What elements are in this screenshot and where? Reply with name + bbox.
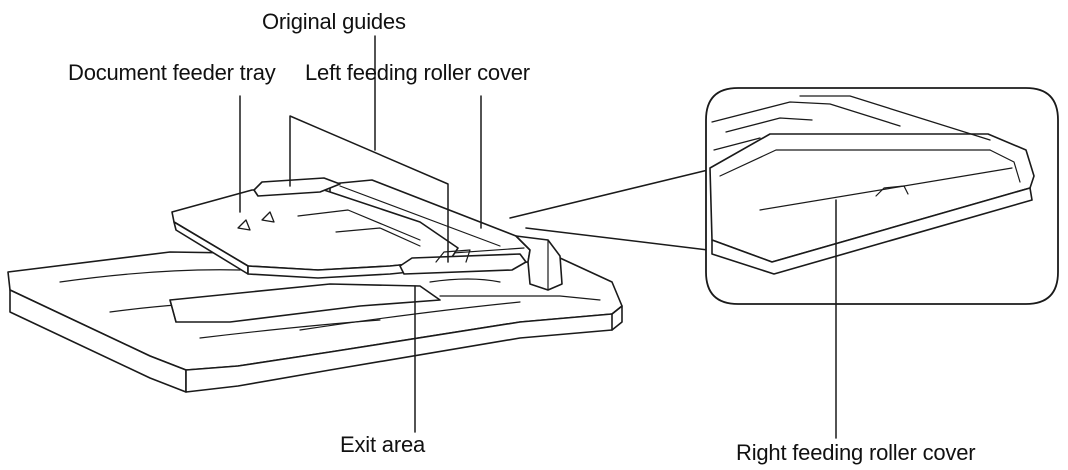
label-right-feeding-roller-cover: Right feeding roller cover	[736, 442, 975, 464]
label-document-feeder-tray: Document feeder tray	[68, 62, 276, 84]
label-original-guides: Original guides	[262, 11, 406, 33]
label-exit-area: Exit area	[340, 434, 425, 456]
label-left-feeding-roller-cover: Left feeding roller cover	[305, 62, 530, 84]
zoom-callout	[706, 88, 1058, 438]
